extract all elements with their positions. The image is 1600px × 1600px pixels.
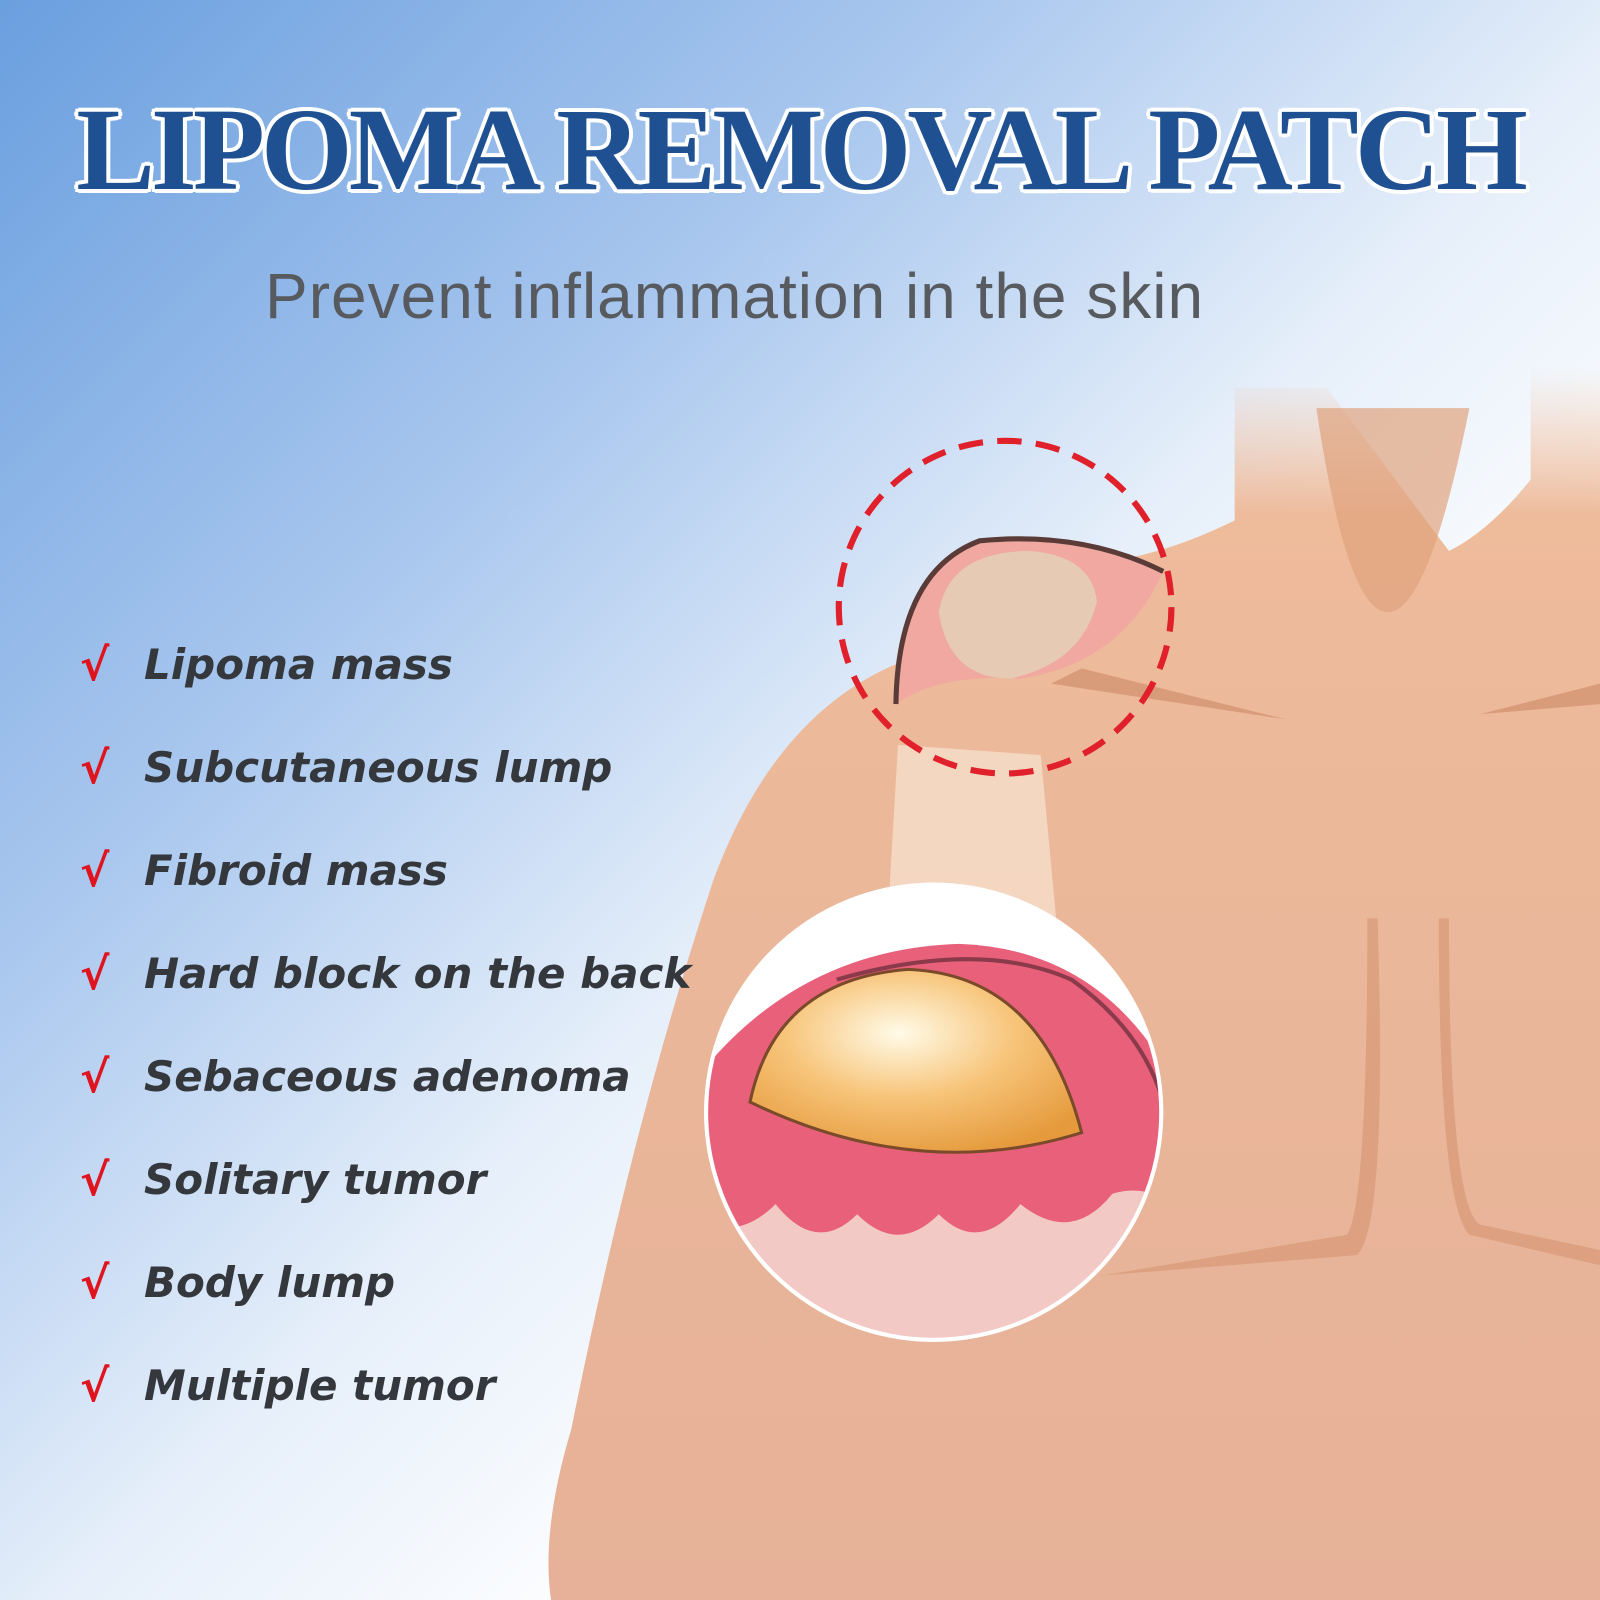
cross-section-inset bbox=[704, 882, 1164, 1342]
check-mark-icon: √ bbox=[80, 743, 110, 794]
list-item-label: Solitary tumor bbox=[144, 1155, 487, 1204]
list-item: √ Fibroid mass bbox=[80, 846, 691, 949]
check-mark-icon: √ bbox=[80, 846, 110, 897]
check-mark-icon: √ bbox=[80, 640, 110, 691]
list-item: √ Multiple tumor bbox=[80, 1361, 691, 1464]
list-item-label: Subcutaneous lump bbox=[144, 743, 613, 792]
dashed-highlight-circle bbox=[835, 437, 1175, 777]
list-item-label: Multiple tumor bbox=[144, 1361, 496, 1410]
check-mark-icon: √ bbox=[80, 1258, 110, 1309]
check-mark-icon: √ bbox=[80, 949, 110, 1000]
list-item-label: Fibroid mass bbox=[144, 846, 448, 895]
list-item-label: Lipoma mass bbox=[144, 640, 453, 689]
lipoma-bump bbox=[893, 536, 1165, 705]
list-item: √ Lipoma mass bbox=[80, 640, 691, 743]
check-mark-icon: √ bbox=[80, 1052, 110, 1103]
list-item: √ Solitary tumor bbox=[80, 1155, 691, 1258]
list-item: √ Hard block on the back bbox=[80, 949, 691, 1052]
list-item: √ Sebaceous adenoma bbox=[80, 1052, 691, 1155]
check-mark-icon: √ bbox=[80, 1155, 110, 1206]
list-item: √ Subcutaneous lump bbox=[80, 743, 691, 846]
list-item: √ Body lump bbox=[80, 1258, 691, 1361]
subtitle: Prevent inflammation in the skin bbox=[265, 260, 1205, 332]
list-item-label: Hard block on the back bbox=[144, 949, 692, 998]
list-item-label: Sebaceous adenoma bbox=[144, 1052, 631, 1101]
page-title: LIPOMA REMOVAL PATCH bbox=[76, 84, 1528, 215]
symptom-checklist: √ Lipoma mass √ Subcutaneous lump √ Fibroid… bbox=[80, 640, 691, 1464]
list-item-label: Body lump bbox=[144, 1258, 396, 1307]
check-mark-icon: √ bbox=[80, 1361, 110, 1412]
